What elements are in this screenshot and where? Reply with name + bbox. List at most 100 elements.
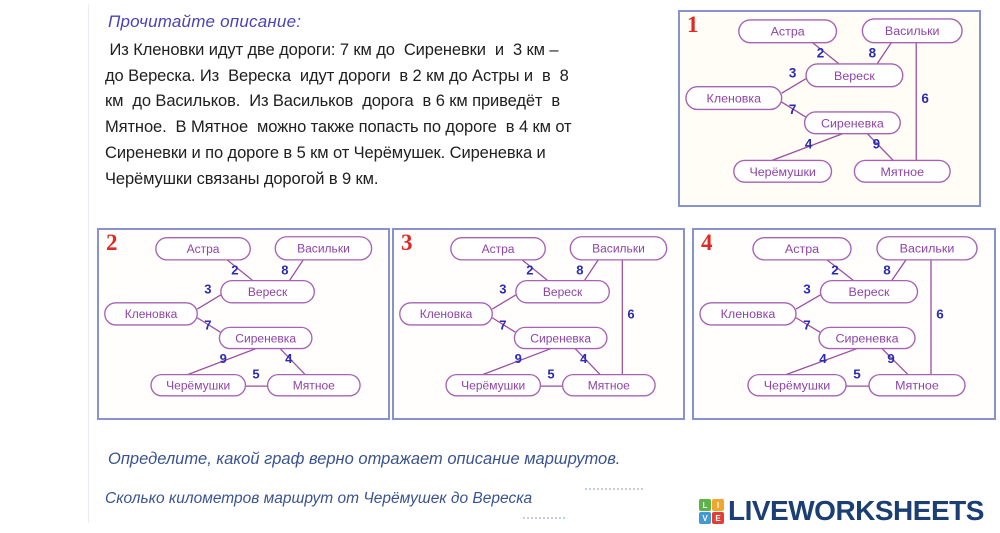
node-sirenevka [218,326,313,350]
edge-weight-cheryomushki-sirenevka: 9 [515,351,522,366]
edge-cheryomushki-sirenevka [187,347,257,376]
edge-weight-klenovka-sirenevka: 7 [204,317,211,332]
node-myatnoe [868,373,966,397]
edge-klenovka-sirenevka [795,317,821,333]
edge-weight-klenovka-sirenevka: 7 [803,318,811,333]
node-cheryomushki [445,373,542,397]
node-label-sirenevka: Сиреневка [235,331,296,345]
node-sirenevka [513,326,608,350]
edge-astra-veresk [521,259,548,281]
node-myatnoe [561,373,656,397]
route-description-text: Из Кленовки идут две дороги: 7 км до Сир… [105,41,572,188]
edge-weight-cheryomushki-sirenevka: 9 [220,351,227,366]
node-label-vasilki: Васильки [297,242,350,256]
answer-blank-graph[interactable] [585,487,643,490]
edge-weight-klenovka-sirenevka: 7 [499,317,506,332]
node-label-vasilki: Васильки [885,24,940,38]
node-label-astra: Астра [187,242,220,256]
question-which-graph: Определите, какой граф верно отражает оп… [108,450,621,468]
node-label-klenovka: Кленовка [721,307,776,321]
edge-weight-astra-veresk: 2 [526,262,533,277]
node-cheryomushki [747,373,847,397]
node-klenovka [685,86,783,111]
task-heading: Прочитайте описание: [108,12,302,31]
node-astra [752,237,852,261]
node-myatnoe [853,159,951,183]
node-astra [738,19,838,44]
node-myatnoe [266,373,361,397]
edge-vasilki-veresk [891,259,907,281]
edge-weight-astra-veresk: 2 [831,263,839,278]
edge-weight-sirenevka-myatnoe: 4 [580,351,588,366]
edge-weight-vasilki-myatnoe: 6 [627,307,634,322]
edge-weight-vasilki-myatnoe: 6 [936,307,944,322]
edge-weight-sirenevka-myatnoe: 9 [887,351,895,366]
node-cheryomushki [733,159,833,183]
graph-number-label: 4 [701,230,713,255]
node-label-myatnoe: Мятное [880,165,924,179]
node-label-astra: Астра [482,242,515,256]
node-label-vasilki: Васильки [592,242,645,256]
node-label-sirenevka: Сиреневка [821,116,884,130]
edge-weight-vasilki-veresk: 8 [869,46,877,61]
node-label-sirenevka: Сиреневка [835,332,898,346]
edge-weight-cheryomushki-sirenevka: 4 [805,137,813,152]
node-label-cheryomushki: Черёмушки [461,379,525,393]
edge-weight-cheryomushki-myatnoe: 5 [547,366,554,381]
edge-klenovka-veresk [795,294,822,310]
node-label-astra: Астра [785,242,819,256]
node-label-myatnoe: Мятное [293,379,335,393]
edge-weight-vasilki-veresk: 8 [883,263,891,278]
graph-number-label: 2 [106,230,118,255]
node-klenovka [399,302,493,326]
logo-block-i: I [712,499,724,511]
edge-vasilki-veresk [876,42,892,64]
node-label-klenovka: Кленовка [125,307,178,321]
node-vasilki [861,18,963,44]
edge-weight-cheryomushki-myatnoe: 5 [252,366,259,381]
edge-weight-klenovka-sirenevka: 7 [789,102,796,117]
edge-sirenevka-myatnoe [881,348,909,376]
node-vasilki [274,236,373,261]
node-klenovka [699,302,797,326]
edge-sirenevka-myatnoe [574,348,601,376]
node-klenovka [104,302,198,326]
page-margin-line [88,4,89,523]
node-astra [155,237,251,261]
node-veresk [805,63,904,88]
logo-block-v: V [699,512,711,524]
node-label-veresk: Вереск [849,285,891,299]
node-label-myatnoe: Мятное [588,379,630,393]
edge-weight-vasilki-veresk: 8 [576,262,583,277]
edge-weight-sirenevka-myatnoe: 9 [873,137,880,152]
edge-weight-klenovka-veresk: 3 [204,282,211,297]
edge-weight-klenovka-veresk: 3 [499,282,506,297]
edge-sirenevka-myatnoe [279,348,306,376]
node-label-sirenevka: Сиреневка [530,331,591,345]
node-label-cheryomushki: Черёмушки [764,379,831,393]
node-label-vasilki: Васильки [900,242,955,256]
node-label-klenovka: Кленовка [707,92,762,106]
node-veresk [220,279,315,304]
node-veresk [819,279,919,304]
graph-number-label: 3 [401,230,413,255]
answer-blank-distance[interactable] [523,516,565,519]
edge-astra-veresk [226,259,253,281]
node-label-myatnoe: Мятное [895,379,939,393]
node-label-veresk: Вереск [543,285,583,299]
edge-cheryomushki-sirenevka [785,347,858,376]
node-label-astra: Астра [771,25,805,39]
node-label-veresk: Вереск [248,285,288,299]
edge-klenovka-sirenevka [196,317,221,333]
node-sirenevka [818,326,916,350]
